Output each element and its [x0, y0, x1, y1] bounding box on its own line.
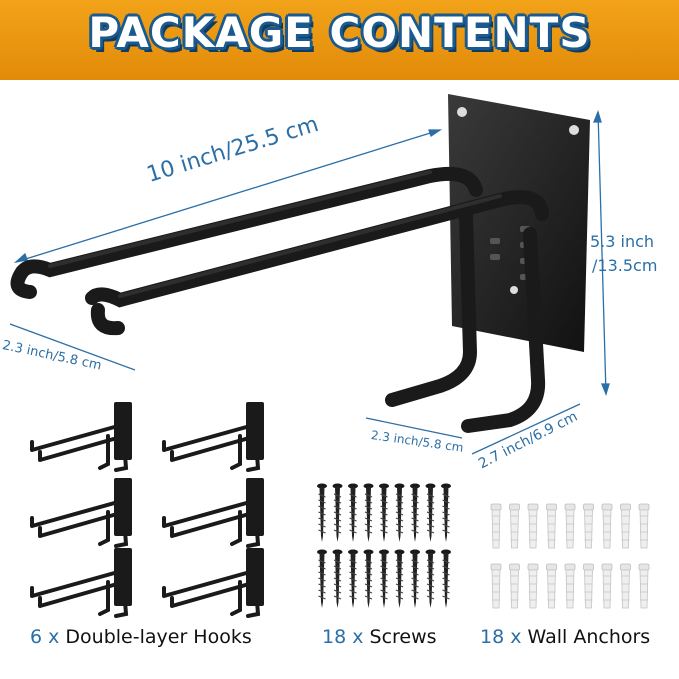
- base-width-dimension-line: [365, 417, 463, 439]
- screw-icon: [379, 549, 389, 608]
- small-hook: [162, 478, 264, 548]
- wall-anchor-icon: [509, 503, 520, 549]
- screw-icon: [363, 483, 374, 542]
- banner-title: PACKAGE CONTENTS: [88, 8, 591, 57]
- screw-icon: [379, 483, 389, 542]
- hooks-label: Double-layer Hooks: [65, 626, 252, 648]
- height-label-line2: /13.5cm: [592, 256, 658, 275]
- wall-anchor-icon: [490, 563, 502, 609]
- anchors-qty: 18 x: [480, 626, 522, 648]
- wall-anchor-icon: [509, 563, 520, 609]
- screws-caption: 18 x Screws: [322, 626, 437, 648]
- screw-icon: [441, 549, 451, 608]
- height-dimension-line: [593, 110, 610, 396]
- screw-icon: [348, 549, 358, 608]
- screw-icon: [425, 549, 436, 608]
- screw-icon: [410, 549, 420, 608]
- length-dimension-line: [13, 129, 443, 264]
- screws-group: [317, 483, 451, 608]
- drop-dimension-line: [471, 403, 581, 455]
- header-banner: PACKAGE CONTENTS: [0, 0, 679, 80]
- wall-anchor-icon: [620, 503, 631, 549]
- wall-anchor-icon: [638, 503, 650, 549]
- wall-anchor-icon: [546, 503, 557, 549]
- wall-anchor-icon: [601, 563, 613, 609]
- wall-anchor-icon: [620, 563, 631, 609]
- small-hook: [162, 548, 264, 618]
- wall-anchor-icon: [490, 503, 502, 549]
- small-hook: [30, 548, 132, 618]
- screw-icon: [332, 549, 343, 608]
- hooks-qty: 6 x: [30, 626, 60, 648]
- screw-icon: [317, 549, 327, 608]
- small-hooks-group: [30, 402, 264, 618]
- anchors-group: [490, 503, 650, 609]
- wall-anchor-icon: [583, 563, 594, 609]
- wall-anchor-icon: [527, 563, 539, 609]
- wall-anchor-icon: [601, 503, 613, 549]
- small-hook: [30, 478, 132, 548]
- wall-anchor-icon: [583, 503, 594, 549]
- anchors-label: Wall Anchors: [527, 626, 651, 648]
- wall-anchor-icon: [546, 563, 557, 609]
- wall-anchor-icon: [564, 563, 576, 609]
- small-hook: [162, 402, 264, 472]
- screws-label: Screws: [369, 626, 437, 648]
- screw-icon: [317, 483, 327, 542]
- screw-icon: [348, 483, 358, 542]
- hook-width-dimension-line: [9, 323, 136, 371]
- main-hook: [10, 94, 590, 433]
- screw-icon: [394, 483, 405, 542]
- screw-icon: [441, 483, 451, 542]
- screw-icon: [425, 483, 436, 542]
- screw-icon: [363, 549, 374, 608]
- screw-icon: [410, 483, 420, 542]
- wall-anchor-icon: [564, 503, 576, 549]
- height-label-line1: 5.3 inch: [590, 232, 655, 251]
- hooks-caption: 6 x Double-layer Hooks: [30, 626, 252, 648]
- screws-qty: 18 x: [322, 626, 364, 648]
- wall-anchor-icon: [527, 503, 539, 549]
- wall-anchor-icon: [638, 563, 650, 609]
- anchors-caption: 18 x Wall Anchors: [480, 626, 650, 648]
- screw-icon: [332, 483, 343, 542]
- small-hook: [30, 402, 132, 472]
- screw-icon: [394, 549, 405, 608]
